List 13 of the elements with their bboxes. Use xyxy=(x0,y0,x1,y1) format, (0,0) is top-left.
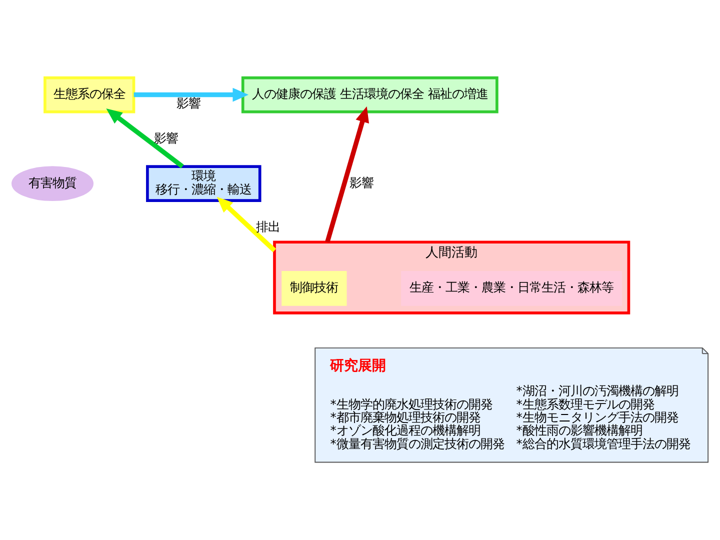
arrow xyxy=(216,196,276,252)
arrow xyxy=(134,88,249,102)
node-box: 制御技術 xyxy=(282,270,347,306)
edge-label: 影響 xyxy=(154,131,178,146)
edge-label: 影響 xyxy=(349,176,374,190)
node-box: 人の健康の保護 生活環境の保全 福祉の増進 xyxy=(241,76,498,114)
arrow xyxy=(325,106,370,243)
edge-label: 影響 xyxy=(176,96,200,110)
arrow xyxy=(106,108,184,168)
node-ellipse: 有害物質 xyxy=(12,166,94,202)
node-box: 環境 移行・濃縮・輸送 xyxy=(146,165,262,202)
edge-label: 排出 xyxy=(256,220,280,234)
node-box: 生態系の保全 xyxy=(44,76,136,114)
